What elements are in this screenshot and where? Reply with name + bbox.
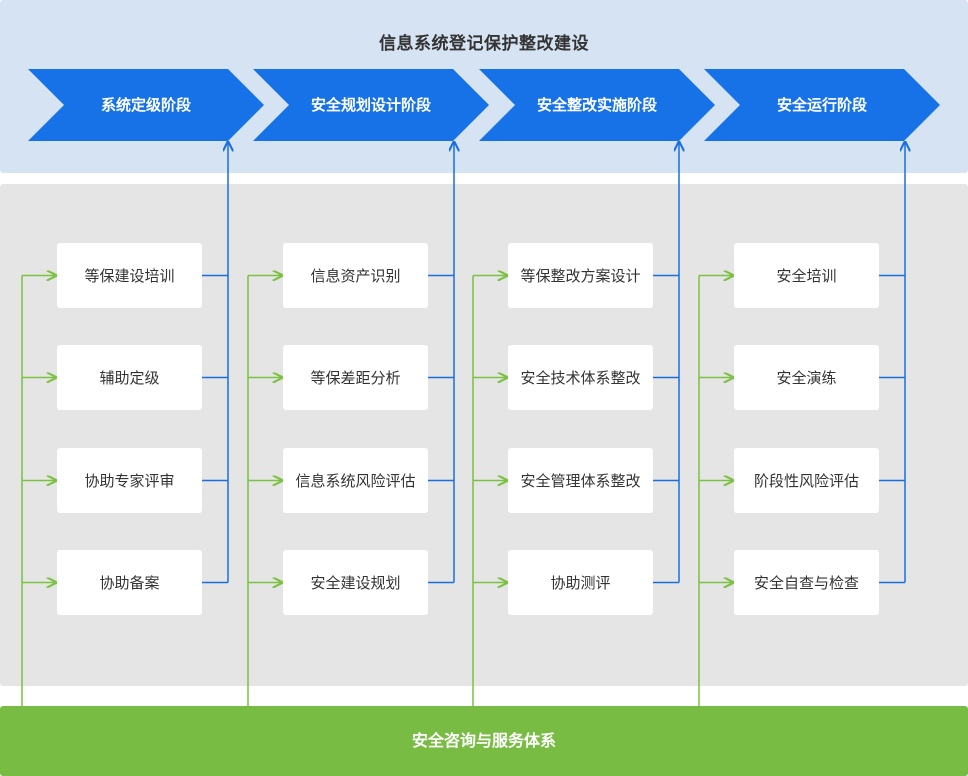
task-box: 协助测评: [508, 550, 653, 615]
stage-label: 系统定级阶段: [100, 96, 191, 114]
chevron-shape: [704, 69, 940, 141]
task-box: 安全技术体系整改: [508, 345, 653, 410]
service-system-label: 安全咨询与服务体系: [411, 731, 556, 750]
chevron-shape: [479, 69, 715, 141]
chevron-shape: [253, 69, 489, 141]
task-box: 安全建设规划: [283, 550, 428, 615]
task-box: 辅助定级: [57, 345, 202, 410]
stage-label: 安全规划设计阶段: [310, 96, 431, 114]
task-box: 安全自查与检查: [734, 550, 879, 615]
page-title: 信息系统登记保护整改建设: [379, 34, 589, 54]
task-box: 阶段性风险评估: [734, 448, 879, 513]
chevron-shape: [28, 69, 264, 141]
task-box: 协助备案: [57, 550, 202, 615]
stage-arrow-2: 安全规划设计阶段: [253, 69, 489, 141]
task-box: 协助专家评审: [57, 448, 202, 513]
stage-arrow-4: 安全运行阶段: [704, 69, 940, 141]
stage-arrow-3: 安全整改实施阶段: [479, 69, 715, 141]
task-box: 安全演练: [734, 345, 879, 410]
task-box: 安全培训: [734, 243, 879, 308]
stage-label: 安全运行阶段: [776, 96, 867, 114]
service-system-bar: 安全咨询与服务体系: [0, 706, 968, 776]
task-box: 信息资产识别: [283, 243, 428, 308]
task-box: 安全管理体系整改: [508, 448, 653, 513]
task-box: 等保建设培训: [57, 243, 202, 308]
task-box: 信息系统风险评估: [283, 448, 428, 513]
stage-label: 安全整改实施阶段: [536, 96, 657, 114]
task-box: 等保差距分析: [283, 345, 428, 410]
stage-arrow-1: 系统定级阶段: [28, 69, 264, 141]
task-box: 等保整改方案设计: [508, 243, 653, 308]
